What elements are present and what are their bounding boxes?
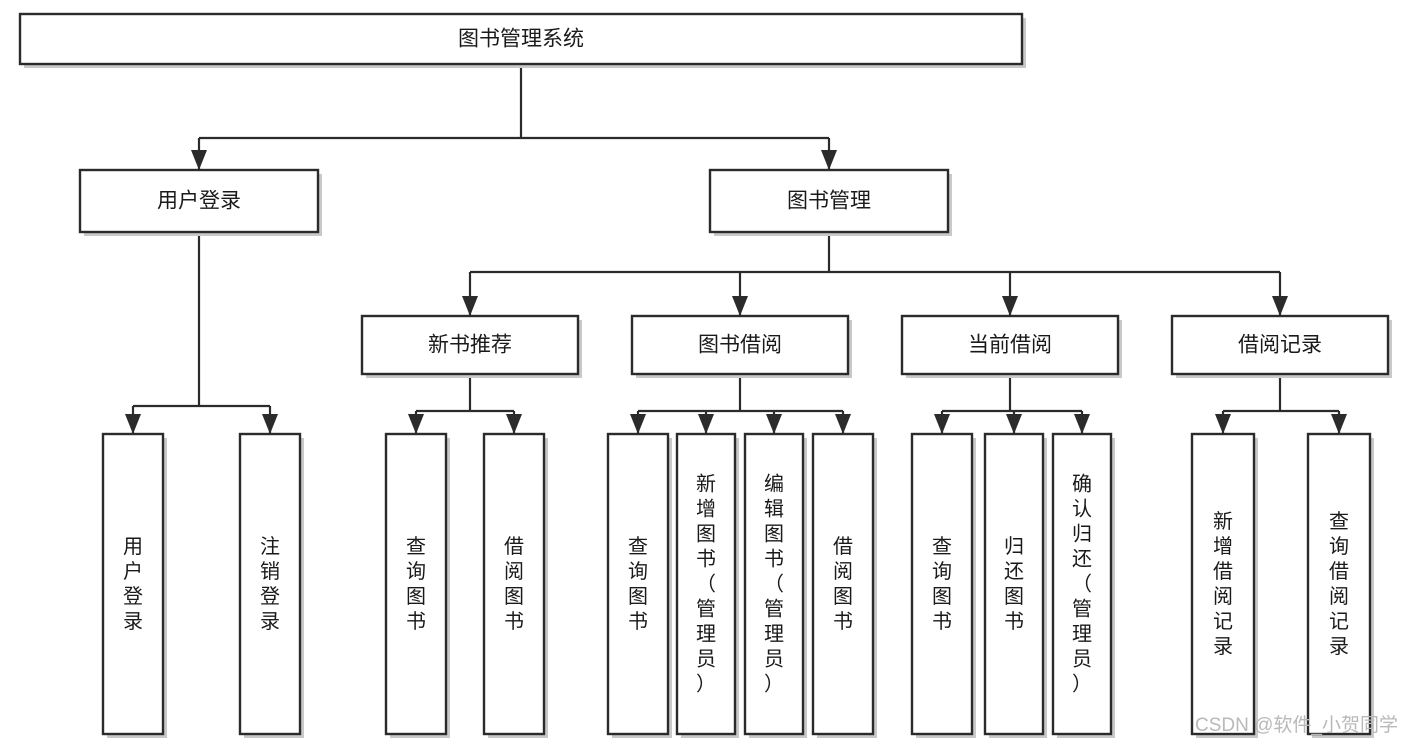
- node-label: 归还图书: [1004, 535, 1024, 633]
- node-label: 编辑图书（管理员）: [764, 473, 784, 696]
- node-label: 新增图书（管理员）: [696, 473, 716, 696]
- node-leaf-query-borrow-record[interactable]: 查询借阅记录: [1306, 432, 1374, 738]
- node-label: 借阅图书: [833, 535, 853, 633]
- node-current-borrow[interactable]: 当前借阅: [900, 314, 1122, 378]
- node-leaf-return-book[interactable]: 归还图书: [983, 432, 1047, 738]
- node-label: 用户登录: [157, 190, 241, 213]
- node-leaf-borrow-book[interactable]: 借阅图书: [811, 432, 877, 738]
- arrow-head-icon: [698, 414, 714, 434]
- node-leaf-logout[interactable]: 注销登录: [238, 432, 304, 738]
- arrow-head-icon: [732, 296, 748, 316]
- arrow-head-icon: [1272, 296, 1288, 316]
- node-rect[interactable]: [1306, 432, 1372, 736]
- arrow-head-icon: [191, 150, 207, 170]
- arrow-head-icon: [1074, 414, 1090, 434]
- node-leaf-query-book-borrow[interactable]: 查询图书: [606, 432, 672, 738]
- node-label: 查询图书: [932, 535, 952, 633]
- arrow-head-icon: [506, 414, 522, 434]
- arrow-head-icon: [1215, 414, 1231, 434]
- node-book-manage[interactable]: 图书管理: [708, 168, 952, 236]
- nodes-layer: 图书管理系统用户登录图书管理新书推荐图书借阅当前借阅借阅记录用户登录注销登录查询…: [18, 12, 1392, 738]
- arrow-head-icon: [462, 296, 478, 316]
- node-label: 图书借阅: [698, 334, 782, 357]
- node-user-login[interactable]: 用户登录: [78, 168, 322, 236]
- node-label: 图书管理: [787, 190, 871, 213]
- node-leaf-add-borrow-record[interactable]: 新增借阅记录: [1190, 432, 1258, 738]
- arrow-head-icon: [1006, 414, 1022, 434]
- node-rect[interactable]: [675, 432, 737, 736]
- node-rect[interactable]: [1051, 432, 1113, 736]
- node-label: 查询图书: [406, 535, 426, 633]
- node-rect[interactable]: [101, 432, 165, 736]
- arrow-head-icon: [125, 414, 141, 434]
- arrow-head-icon: [408, 414, 424, 434]
- arrow-head-icon: [262, 414, 278, 434]
- node-rect[interactable]: [811, 432, 875, 736]
- node-label: 确认归还（管理员）: [1072, 473, 1092, 696]
- node-rect[interactable]: [78, 168, 320, 234]
- node-rect[interactable]: [238, 432, 302, 736]
- node-rect[interactable]: [482, 432, 546, 736]
- arrow-head-icon: [1331, 414, 1347, 434]
- node-leaf-query-book-current[interactable]: 查询图书: [910, 432, 976, 738]
- node-rect[interactable]: [606, 432, 670, 736]
- node-borrow-record[interactable]: 借阅记录: [1170, 314, 1392, 378]
- node-label: 新书推荐: [428, 334, 512, 357]
- node-rect[interactable]: [910, 432, 974, 736]
- node-leaf-confirm-return[interactable]: 确认归还（管理员）: [1051, 432, 1115, 738]
- connectors-layer: [125, 64, 1347, 434]
- node-label: 查询图书: [628, 535, 648, 633]
- node-leaf-edit-book[interactable]: 编辑图书（管理员）: [743, 432, 807, 738]
- csdn-watermark: CSDN @软件_小贺同学: [1195, 714, 1398, 736]
- arrow-head-icon: [835, 414, 851, 434]
- arrow-head-icon: [934, 414, 950, 434]
- node-rect[interactable]: [384, 432, 448, 736]
- node-label: 注销登录: [260, 535, 280, 633]
- node-root[interactable]: 图书管理系统: [18, 12, 1026, 68]
- node-rect[interactable]: [743, 432, 805, 736]
- arrow-head-icon: [821, 150, 837, 170]
- node-label: 图书管理系统: [458, 28, 584, 51]
- arrow-head-icon: [630, 414, 646, 434]
- node-rect[interactable]: [983, 432, 1045, 736]
- node-rect[interactable]: [1170, 314, 1390, 376]
- arrow-head-icon: [1002, 296, 1018, 316]
- node-new-book-recommend[interactable]: 新书推荐: [360, 314, 582, 378]
- node-leaf-user-login[interactable]: 用户登录: [101, 432, 167, 738]
- node-label: 新增借阅记录: [1213, 510, 1233, 658]
- node-label: 借阅记录: [1238, 334, 1322, 357]
- arrow-head-icon: [766, 414, 782, 434]
- node-rect[interactable]: [18, 12, 1024, 66]
- node-leaf-borrow-book-recommend[interactable]: 借阅图书: [482, 432, 548, 738]
- node-rect[interactable]: [1190, 432, 1256, 736]
- node-leaf-add-book[interactable]: 新增图书（管理员）: [675, 432, 739, 738]
- node-rect[interactable]: [360, 314, 580, 376]
- node-label: 用户登录: [123, 536, 143, 633]
- node-label: 查询借阅记录: [1329, 510, 1349, 658]
- node-leaf-query-book-recommend[interactable]: 查询图书: [384, 432, 450, 738]
- node-label: 当前借阅: [968, 334, 1052, 357]
- node-rect[interactable]: [900, 314, 1120, 376]
- node-label: 借阅图书: [504, 535, 524, 633]
- node-rect[interactable]: [708, 168, 950, 234]
- node-book-borrow[interactable]: 图书借阅: [630, 314, 852, 378]
- node-rect[interactable]: [630, 314, 850, 376]
